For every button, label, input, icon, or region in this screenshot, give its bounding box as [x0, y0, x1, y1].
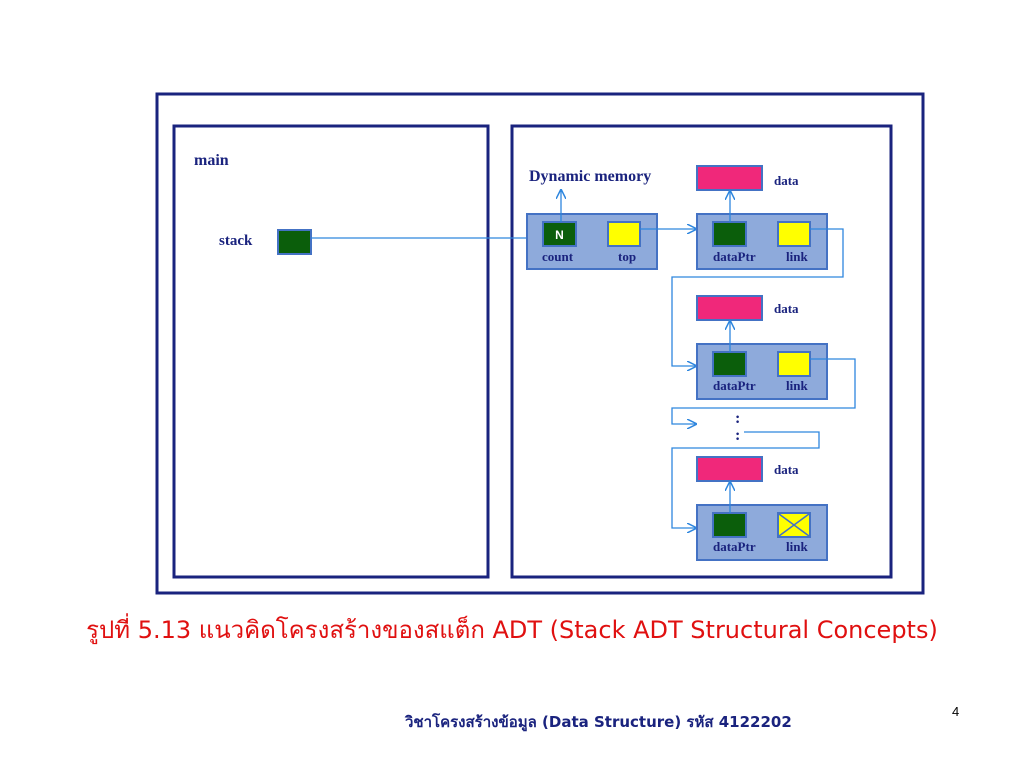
dynamic-memory-label: Dynamic memory — [529, 168, 651, 185]
dynamic-memory-panel — [510, 124, 893, 579]
dataptr-label: dataPtr — [713, 539, 756, 554]
data-box — [696, 295, 763, 321]
data-label: data — [774, 301, 799, 316]
figure-caption-text: รูปที่ 5.13 แนวคิดโครงสร้างของสแต็ก ADT … — [86, 616, 938, 644]
data-box — [696, 456, 763, 482]
link-label: link — [786, 378, 808, 393]
main-label: main — [194, 152, 229, 169]
stack-adt-diagram: main stack Dynamic memory N count top da… — [155, 92, 925, 595]
data-label: data — [774, 173, 799, 188]
figure-caption: รูปที่ 5.13 แนวคิดโครงสร้างของสแต็ก ADT … — [0, 610, 1024, 649]
data-label: data — [774, 462, 799, 477]
stack-pointer-box — [277, 229, 312, 255]
link-box — [777, 221, 811, 247]
dataptr-label: dataPtr — [713, 378, 756, 393]
footer-course: วิชาโครงสร้างข้อมูล (Data Structure) รหั… — [405, 713, 792, 731]
data-box — [696, 165, 763, 191]
outer-frame — [155, 92, 925, 595]
main-panel — [172, 124, 490, 579]
count-label: count — [542, 249, 574, 264]
link-arrow — [671, 228, 844, 366]
null-cross-icon — [778, 513, 810, 537]
page-number: 4 — [952, 704, 960, 719]
link-arrow — [671, 358, 856, 424]
ellipsis-bottom: : — [735, 427, 740, 444]
count-value: N — [555, 228, 564, 242]
dataptr-box — [712, 221, 747, 247]
dataptr-box — [712, 512, 747, 538]
link-arrow — [671, 431, 820, 528]
dataptr-box — [712, 351, 747, 377]
dataptr-label: dataPtr — [713, 249, 756, 264]
link-box — [777, 351, 811, 377]
link-label: link — [786, 249, 808, 264]
top-label: top — [618, 249, 636, 264]
count-box — [542, 221, 577, 247]
top-box — [607, 221, 641, 247]
link-label: link — [786, 539, 808, 554]
ellipsis-top: : — [735, 410, 740, 427]
stack-label: stack — [219, 233, 253, 249]
